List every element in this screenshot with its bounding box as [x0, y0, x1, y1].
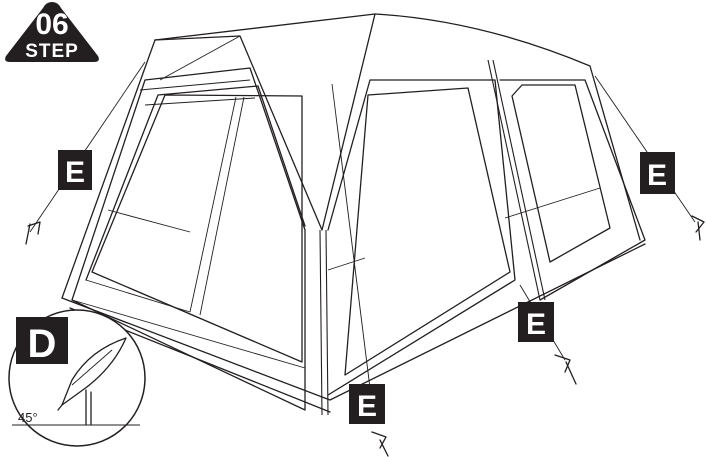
step-number: 06: [35, 8, 68, 41]
step-word: STEP: [25, 41, 79, 62]
label-e-right-text: E: [647, 159, 667, 192]
tent-illustration: [25, 13, 705, 457]
label-e-right: E: [640, 152, 675, 194]
angle-label: 45°: [18, 410, 38, 425]
label-d-text: D: [28, 322, 57, 366]
label-e-middle-text: E: [526, 308, 546, 341]
label-e-bottom: E: [349, 384, 385, 424]
step-badge: 06 STEP: [5, 2, 99, 62]
peg-left: [25, 221, 41, 245]
detail-d-inset: D 45°: [8, 309, 146, 447]
peg-middle: [554, 354, 577, 385]
label-e-left: E: [58, 150, 92, 190]
label-e-left-text: E: [65, 156, 85, 189]
label-e-bottom-text: E: [357, 390, 377, 423]
peg-right: [691, 215, 705, 241]
peg-bottom: [371, 431, 389, 457]
label-e-middle: E: [518, 302, 554, 342]
